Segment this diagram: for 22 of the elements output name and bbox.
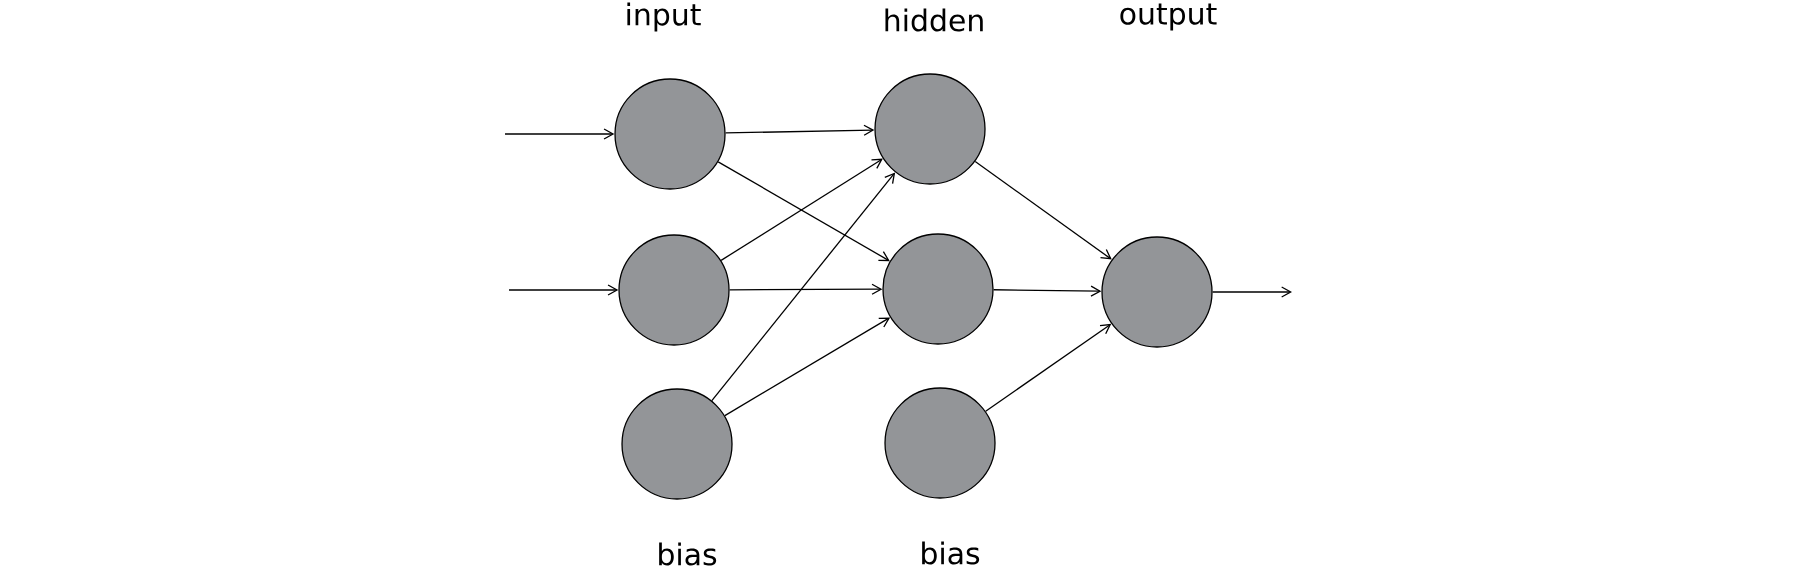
neuron-circle <box>884 387 996 499</box>
neuron-circle <box>618 234 730 346</box>
arrow <box>711 172 896 402</box>
arrow <box>993 285 1102 297</box>
node-caption: bias <box>659 542 717 566</box>
neuron-circle <box>1101 236 1213 348</box>
column-heading: input <box>627 2 701 32</box>
arrow <box>974 160 1112 260</box>
column-heading: hidden <box>885 8 983 32</box>
neuron-circle <box>874 73 986 185</box>
arrow <box>985 323 1112 412</box>
arrow <box>729 283 883 295</box>
column-heading: output <box>1120 3 1217 31</box>
neuron-circle <box>882 233 994 345</box>
neuron-circle <box>614 78 726 190</box>
arrow <box>504 128 615 140</box>
arrow <box>725 124 875 136</box>
arrow <box>724 317 891 417</box>
node-caption: bias <box>922 541 980 565</box>
arrow <box>508 284 619 296</box>
arrow <box>1212 286 1292 298</box>
neuron-circle <box>621 388 733 500</box>
